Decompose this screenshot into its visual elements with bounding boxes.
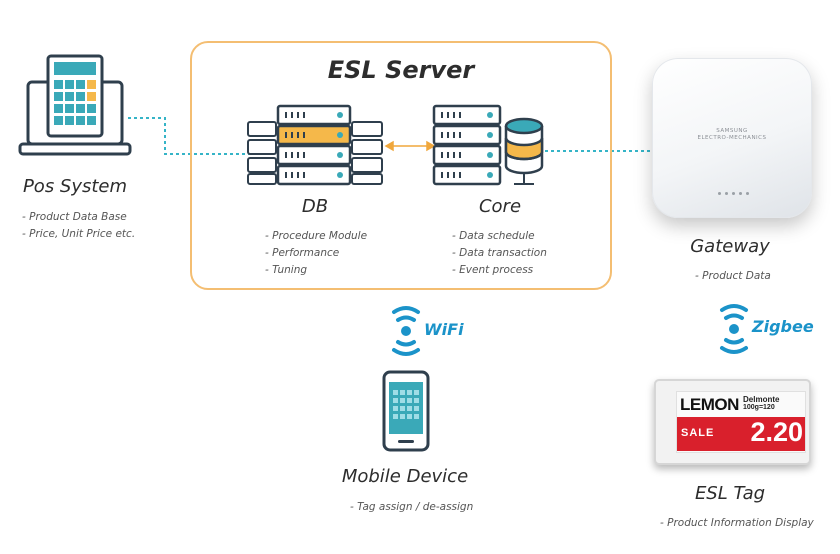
tag-brand: Delmonte (743, 395, 780, 404)
db-servers-icon (247, 104, 383, 186)
detail-item: Performance (265, 245, 367, 262)
detail-item: Price, Unit Price etc. (22, 226, 135, 243)
tag-product-name: LEMON (680, 395, 739, 414)
tag-weight: 100g=120 (743, 404, 775, 411)
core-label: Core (478, 196, 522, 217)
wifi-label: WiFi (424, 320, 464, 339)
esl-server-box (190, 41, 612, 290)
detail-item: Data transaction (452, 245, 547, 262)
zigbee-signal-icon (720, 304, 748, 354)
db-details: Procedure Module Performance Tuning (265, 228, 367, 279)
detail-item: Product Data Base (22, 209, 135, 226)
detail-item: Tag assign / de-assign (350, 499, 473, 516)
esl-tag-details: Product Information Display (660, 515, 814, 532)
wifi-signal-icon (392, 306, 420, 356)
pos-terminal-icon (18, 54, 132, 156)
db-label: DB (301, 196, 329, 217)
gateway-brand-text: SAMSUNG ELECTRO-MECHANICS (697, 128, 767, 141)
mobile-device-label: Mobile Device (341, 466, 469, 487)
pos-to-server-line (128, 117, 250, 155)
detail-item: Event process (452, 262, 547, 279)
gateway-label: Gateway (690, 236, 770, 257)
esl-tag-label: ESL Tag (694, 483, 766, 504)
gateway-details: Product Data (695, 268, 771, 285)
detail-item: Tuning (265, 262, 367, 279)
tag-sale-text: SALE (681, 427, 715, 439)
pos-system-details: Product Data Base Price, Unit Price etc. (22, 209, 135, 243)
detail-item: Procedure Module (265, 228, 367, 245)
mobile-device-details: Tag assign / de-assign (350, 499, 473, 516)
database-icon (504, 117, 544, 185)
tag-price-bar: SALE 2.20 (677, 417, 805, 451)
esl-tag-image: LEMON Delmonte 100g=120 SALE 2.20 (654, 379, 811, 465)
detail-item: Product Data (695, 268, 771, 285)
core-details: Data schedule Data transaction Event pro… (452, 228, 547, 279)
zigbee-label: Zigbee (752, 317, 814, 336)
detail-item: Product Information Display (660, 515, 814, 532)
detail-item: Data schedule (452, 228, 547, 245)
gateway-device-image: SAMSUNG ELECTRO-MECHANICS (652, 58, 812, 218)
core-server-icon (432, 104, 544, 186)
gateway-led-indicators (718, 180, 753, 199)
esl-tag-display: LEMON Delmonte 100g=120 SALE 2.20 (676, 391, 806, 453)
tag-price: 2.20 (750, 417, 803, 447)
pos-system-label: Pos System (22, 176, 128, 197)
esl-server-title: ESL Server (327, 56, 475, 84)
mobile-phone-icon (382, 370, 430, 452)
